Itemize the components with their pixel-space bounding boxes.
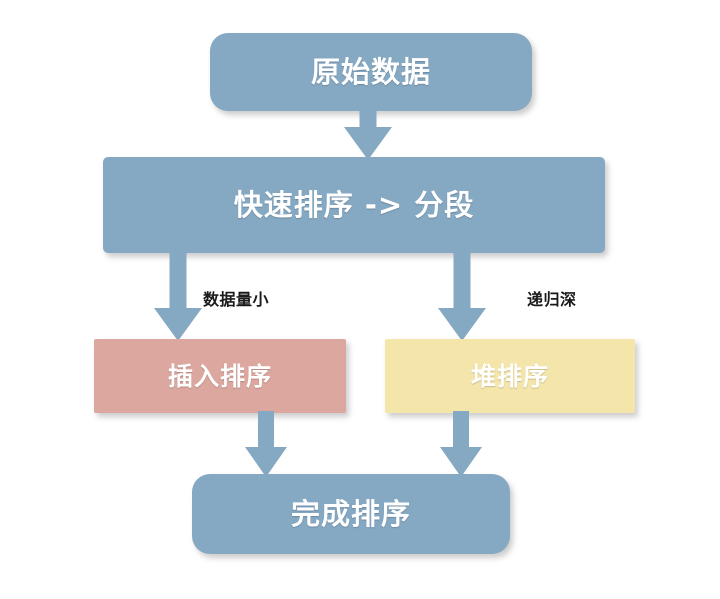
arrow-head-icon: [344, 127, 392, 160]
edge-label-deep-recursion: 递归深: [527, 290, 577, 309]
arrow-raw-data-to-quick-sort: [343, 110, 393, 160]
node-insertion-sort[interactable]: 插入排序: [94, 339, 346, 413]
node-raw-data-label: 原始数据: [310, 54, 431, 89]
arrow-head-icon: [245, 447, 287, 477]
arrow-head-icon: [154, 308, 202, 341]
node-raw-data[interactable]: 原始数据: [210, 33, 532, 111]
arrow-heap-sort-to-complete: [438, 411, 484, 477]
node-quick-sort[interactable]: 快速排序 -> 分段: [103, 157, 605, 253]
arrow-quick-sort-to-heap-sort: [437, 251, 487, 341]
arrow-stem: [169, 251, 187, 313]
arrow-stem: [453, 411, 469, 449]
arrow-quick-sort-to-insertion-sort: [153, 251, 203, 341]
node-complete-sorting[interactable]: 完成排序: [192, 474, 510, 554]
edge-label-small-data: 数据量小: [203, 290, 270, 309]
node-quick-sort-label: 快速排序 -> 分段: [233, 187, 475, 222]
arrow-stem: [453, 251, 471, 313]
node-heap-sort-label: 堆排序: [470, 361, 549, 391]
node-insertion-sort-label: 插入排序: [167, 361, 272, 391]
arrow-stem: [258, 411, 274, 449]
arrow-head-icon: [438, 308, 486, 341]
node-complete-sorting-label: 完成排序: [290, 496, 411, 531]
arrow-insertion-sort-to-complete: [243, 411, 289, 477]
arrow-stem: [359, 110, 377, 130]
arrow-head-icon: [440, 447, 482, 477]
node-heap-sort[interactable]: 堆排序: [385, 339, 635, 413]
